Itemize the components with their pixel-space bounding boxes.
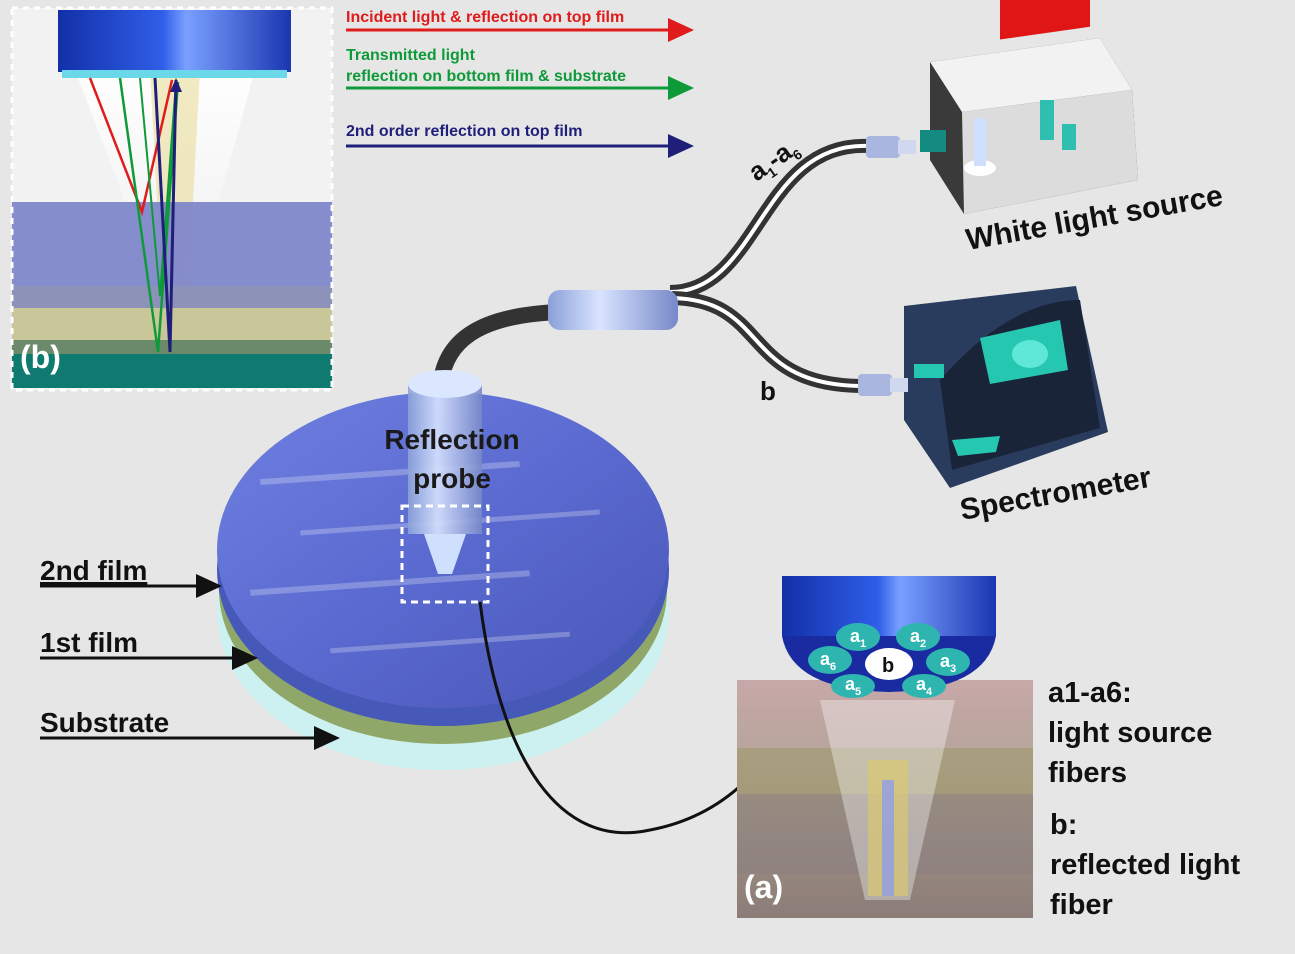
fiber-annotation: a1-a6: light source fibers b: reflected … — [1048, 677, 1240, 921]
annotation-a-line2: fibers — [1048, 757, 1127, 789]
fiber-a6-sub: 6 — [830, 661, 836, 673]
fiber-a1-base: a — [850, 626, 861, 646]
sample-disk: Reflection probe — [217, 370, 669, 770]
fiber-a3 — [926, 648, 970, 676]
first-film-label: 1st film — [40, 627, 138, 658]
fiber-connector-b — [858, 374, 892, 396]
inset-b-second-order-ray — [153, 77, 178, 353]
inset-a-probe-cap — [782, 576, 996, 636]
fiber-a3-base: a — [940, 651, 951, 671]
spectrometer: Spectrometer — [904, 286, 1154, 527]
inset-b-tag: (b) — [20, 339, 61, 375]
legend-transmitted-label-1: Transmitted light — [346, 47, 476, 64]
fiber-cable-b — [671, 291, 861, 393]
fiber-a4-base: a — [916, 674, 927, 694]
substrate-label: Substrate — [40, 707, 169, 738]
white-light-source-board — [1000, 0, 1090, 40]
fiber-b-label: b — [760, 376, 776, 406]
inset-b: (b) — [10, 6, 334, 392]
inset-b-ray-arrowhead — [170, 78, 182, 92]
probe-label-line1: Reflection — [384, 424, 519, 455]
inset-a: a1 a2 a3 a4 a5 a6 b (a) — [737, 576, 1033, 918]
fiber-a2-sub: 2 — [920, 638, 926, 650]
annotation-b-line2: fiber — [1050, 889, 1113, 921]
white-light-source-front — [962, 90, 1138, 214]
fiber-a1-sub: 1 — [860, 638, 866, 650]
fiber-b-center — [865, 648, 913, 680]
fiber-a6-label: a6 — [820, 649, 836, 673]
inset-a-tag: (a) — [744, 869, 783, 905]
white-light-source-lamp-base — [964, 160, 996, 176]
second-film-arrowhead — [196, 574, 222, 598]
probe-zoom-box — [400, 504, 490, 604]
legend-second-order-arrowhead — [668, 134, 694, 158]
spectrometer-detector — [1012, 340, 1048, 368]
legend-incident-label: Incident light & reflection on top film — [346, 9, 624, 26]
white-light-source-top — [930, 38, 1132, 112]
white-light-source-component-1 — [1040, 100, 1054, 140]
white-light-source-port — [920, 130, 946, 152]
legend-transmitted-label-2: reflection on bottom film & substrate — [346, 68, 626, 85]
fiber-a1 — [836, 623, 880, 651]
fiber-cables — [432, 136, 916, 396]
fiber-a3-label: a3 — [940, 651, 956, 675]
fiber-connector-a — [866, 136, 900, 158]
probe-body — [408, 384, 482, 534]
fiber-a6-base: a — [820, 649, 831, 669]
inset-b-incident-ray — [88, 77, 174, 217]
fiber-cable-b-highlight — [671, 296, 861, 388]
legend-second-order-label: 2nd order reflection on top film — [346, 123, 582, 140]
inset-a-center-fiber — [882, 780, 894, 896]
layer-labels: 2nd film 1st film Substrate — [40, 555, 340, 750]
fiber-connector-a-tip — [898, 140, 916, 154]
inset-b-probe-face — [62, 70, 287, 78]
inset-b-layer-boundary — [12, 340, 332, 354]
substrate-arrowhead — [314, 726, 340, 750]
fiber-a4-label: a4 — [916, 674, 933, 698]
fiber-a2 — [896, 623, 940, 651]
second-film-label: 2nd film — [40, 555, 147, 586]
fiber-a1-label: a1 — [850, 626, 866, 650]
fiber-b-center-label: b — [882, 655, 894, 677]
inset-b-transmitted-ray-2 — [139, 77, 177, 297]
fiber-splitter — [548, 290, 678, 330]
fiber-a5-sub: 5 — [855, 686, 861, 698]
fiber-a6 — [808, 646, 852, 674]
fiber-a2-label: a2 — [910, 626, 926, 650]
spectrometer-mirror — [952, 436, 1000, 456]
fiber-a2-base: a — [910, 626, 921, 646]
inset-b-probe-cap — [58, 10, 291, 72]
annotation-b-title: b: — [1050, 809, 1077, 841]
spectrometer-port — [914, 364, 944, 378]
annotation-b-line1: reflected light — [1050, 849, 1240, 881]
fiber-a5 — [831, 674, 875, 698]
fiber-a4 — [902, 674, 946, 698]
annotation-a-line1: light source — [1048, 717, 1212, 749]
white-light-source-component-2 — [1062, 124, 1076, 150]
white-light-source: White light source — [920, 0, 1225, 257]
inset-b-border — [10, 6, 334, 392]
fiber-connector-b-tip — [890, 378, 908, 392]
probe-label-line2: probe — [413, 463, 491, 494]
probe-tip — [424, 534, 466, 574]
fiber-a3-sub: 3 — [950, 663, 956, 675]
white-light-source-lamp — [974, 118, 986, 166]
fiber-a5-base: a — [845, 674, 856, 694]
first-film-arrowhead — [232, 646, 258, 670]
probe-top — [408, 370, 482, 398]
fiber-a5-label: a5 — [845, 674, 861, 698]
legend: Incident light & reflection on top film … — [346, 9, 694, 158]
legend-incident-arrowhead — [668, 18, 694, 42]
fiber-cable-a-highlight — [669, 143, 871, 294]
legend-transmitted-arrowhead — [668, 76, 694, 100]
annotation-a-title: a1-a6: — [1048, 677, 1132, 709]
inset-b-substrate — [12, 354, 332, 388]
inset-b-transmitted-ray — [118, 77, 180, 353]
fiber-a4-sub: 4 — [926, 686, 933, 698]
